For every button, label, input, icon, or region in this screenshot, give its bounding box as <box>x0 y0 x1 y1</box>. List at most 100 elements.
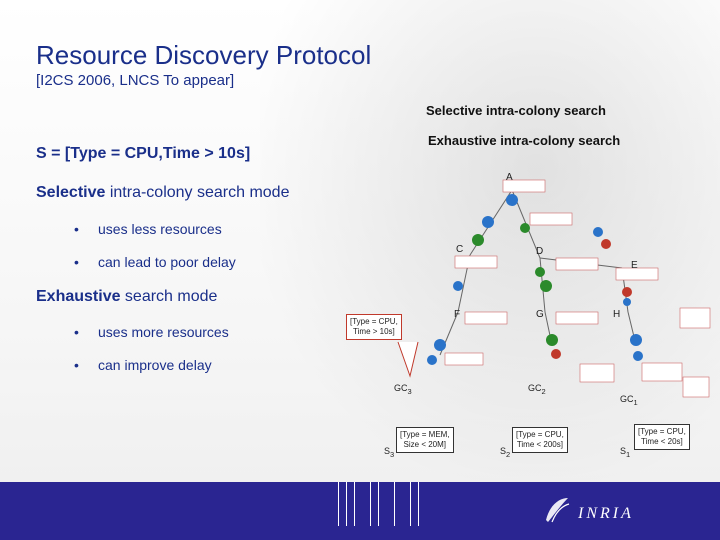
footer-bar: INRIA <box>0 482 720 540</box>
bullet-icon: • <box>74 357 79 373</box>
info-box-g <box>555 311 599 325</box>
selective-bullet-1: • uses less resources <box>74 221 222 237</box>
colony-tree-diagram <box>397 179 711 398</box>
request-s1-box: [Type = CPU, Time < 20s] <box>634 424 690 450</box>
node-marker-blue <box>633 351 643 361</box>
request-s2-box: [Type = CPU, Time < 200s] <box>512 427 568 453</box>
node-marker-blue <box>593 227 603 237</box>
request-s3-line-2: Size < 20M] <box>403 440 447 449</box>
node-label-e: E <box>631 260 638 271</box>
request-name: S <box>500 446 507 456</box>
node-marker-green <box>472 234 484 246</box>
request-index: 3 <box>390 449 395 459</box>
info-box-e <box>615 267 659 281</box>
selective-mode-heading: Selective intra-colony search mode <box>36 184 289 202</box>
node-label-a: A <box>506 172 513 183</box>
callout-pointer <box>397 341 419 378</box>
colony-label-gc1: GC1 <box>620 394 638 407</box>
node-e-marker <box>622 287 632 297</box>
request-name: S <box>620 446 627 456</box>
node-a-marker <box>506 194 518 206</box>
node-marker-blue <box>482 216 494 228</box>
node-marker-red <box>601 239 611 249</box>
node-marker-red <box>551 349 561 359</box>
request-index: 1 <box>626 449 631 459</box>
search-formula: S = [Type = CPU,Time > 10s] <box>36 145 251 162</box>
node-info-boxes <box>444 179 711 398</box>
node-markers <box>427 194 643 365</box>
request-label-s2: S2 <box>500 446 510 459</box>
info-box <box>529 212 573 226</box>
slide-title: Resource Discovery Protocol <box>36 40 372 70</box>
exhaustive-search-header: Exhaustive intra-colony search <box>428 133 621 148</box>
node-marker-blue <box>427 355 437 365</box>
node-h-leaf <box>630 334 642 346</box>
selective-search-header: Selective intra-colony search <box>426 103 606 118</box>
request-s2-line-1: [Type = CPU, <box>516 430 564 439</box>
slide-subtitle: [I2CS 2006, LNCS To appear] <box>36 72 235 89</box>
callout-line-2: Time > 10s] <box>353 327 395 336</box>
selective-mode-bold: Selective <box>36 184 106 201</box>
request-label-s1: S1 <box>620 446 630 459</box>
request-s1-line-2: Time < 20s] <box>641 437 683 446</box>
info-box-f <box>464 311 508 325</box>
footer-divider <box>378 482 379 526</box>
request-label-s3: S3 <box>384 446 394 459</box>
node-label-c: C <box>456 244 464 255</box>
node-label-d: D <box>536 246 544 257</box>
node-g-leaf <box>546 334 558 346</box>
bullet-icon: • <box>74 221 79 237</box>
info-box <box>682 376 710 398</box>
request-s2-line-2: Time < 200s] <box>516 440 563 449</box>
colony-index: 1 <box>633 397 638 407</box>
colony-name: GC <box>620 394 634 404</box>
node-label-f: F <box>454 309 461 320</box>
selective-bullet-2: • can lead to poor delay <box>74 254 236 270</box>
colony-label-gc3: GC3 <box>394 383 412 396</box>
colony-label-gc2: GC2 <box>528 383 546 396</box>
exhaustive-bullet-1: • uses more resources <box>74 324 229 340</box>
request-index: 2 <box>506 449 511 459</box>
footer-divider <box>346 482 347 526</box>
info-box-c <box>454 255 498 269</box>
bullet-icon: • <box>74 324 79 340</box>
info-box <box>579 363 615 383</box>
info-box-h <box>679 307 711 329</box>
node-marker-green <box>520 223 530 233</box>
colony-name: GC <box>528 383 542 393</box>
background-photo <box>260 0 720 480</box>
node-marker-blue <box>623 298 631 306</box>
query-callout: [Type = CPU, Time > 10s] <box>346 314 402 340</box>
exhaustive-mode-heading: Exhaustive search mode <box>36 288 217 306</box>
node-f-leaf <box>434 339 446 351</box>
exhaustive-mode-rest: search mode <box>120 288 218 305</box>
callout-line-1: [Type = CPU, <box>350 317 398 326</box>
bullet-text: uses less resources <box>98 221 222 237</box>
node-c-marker <box>453 281 463 291</box>
info-box <box>641 362 683 382</box>
colony-index: 3 <box>407 386 412 396</box>
footer-divider <box>370 482 371 526</box>
info-box-a <box>502 179 546 193</box>
selective-mode-rest: intra-colony search mode <box>105 184 290 201</box>
request-s1-line-1: [Type = CPU, <box>638 427 686 436</box>
footer-divider <box>418 482 419 526</box>
node-label-h: H <box>613 309 621 320</box>
bullet-text: uses more resources <box>98 324 229 340</box>
bullet-text: can lead to poor delay <box>98 254 236 270</box>
colony-name: GC <box>394 383 408 393</box>
colony-index: 2 <box>541 386 546 396</box>
bullet-icon: • <box>74 254 79 270</box>
node-label-g: G <box>536 309 544 320</box>
request-s3-box: [Type = MEM, Size < 20M] <box>396 427 454 453</box>
footer-divider <box>354 482 355 526</box>
request-s3-line-1: [Type = MEM, <box>400 430 450 439</box>
inria-logo-text: INRIA <box>578 505 634 522</box>
node-d-marker <box>535 267 545 277</box>
info-box <box>444 352 484 366</box>
info-box-d <box>555 257 599 271</box>
inria-logo-icon <box>546 498 570 523</box>
footer-divider <box>394 482 395 526</box>
bullet-text: can improve delay <box>98 357 212 373</box>
